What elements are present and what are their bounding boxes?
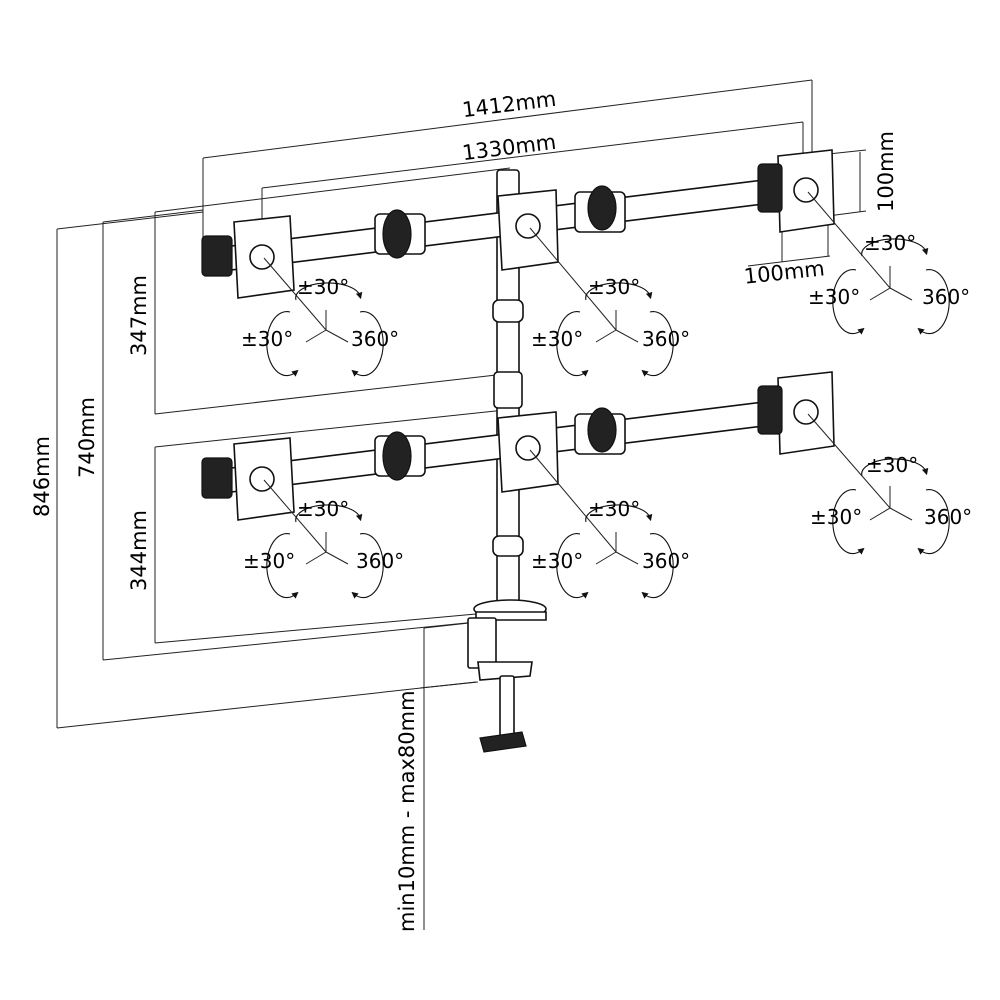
dimension-lines [56,79,867,930]
pole-assembly [467,169,547,753]
rotation-indicator-lower-center: ±30° ±30° 360° [529,449,690,599]
rotation-indicator-lower-right: ±30° ±30° 360° [807,413,972,555]
upper-height-label: 347mm [127,275,151,356]
swivel-label: ±30° [808,285,860,309]
tilt-label: ±30° [588,275,640,299]
lower-height-label: 344mm [127,510,151,591]
upper-arm [201,149,835,299]
arm-width-label: 1330mm [461,130,558,165]
rotate-label: 360° [356,549,404,573]
tilt-label: ±30° [297,497,349,521]
tilt-label: ±30° [588,497,640,521]
rotation-indicator-upper-left: ±30° ±30° 360° [241,257,399,377]
swivel-label: ±30° [243,549,295,573]
overall-width-label: 1412mm [461,87,558,122]
vesa-width-label: 100mm [743,256,826,288]
vesa-height-label: 100mm [874,131,898,212]
swivel-label: ±30° [810,505,862,529]
swivel-label: ±30° [531,327,583,351]
rotation-indicator-upper-center: ±30° ±30° 360° [529,227,690,377]
rotate-label: 360° [642,327,690,351]
tilt-label: ±30° [866,453,918,477]
swivel-label: ±30° [241,327,293,351]
rotation-indicator-lower-left: ±30° ±30° 360° [243,479,404,599]
total-height-label: 846mm [30,436,54,517]
dimension-labels: 1412mm 1330mm 100mm 100mm 347mm 344mm 74… [30,87,898,932]
rotate-label: 360° [924,505,972,529]
rotation-indicator-upper-right: ±30° ±30° 360° [807,191,970,335]
rotate-label: 360° [642,549,690,573]
tilt-label: ±30° [297,275,349,299]
rotate-label: 360° [351,327,399,351]
clamp-range-label: min10mm - max80mm [395,690,419,932]
swivel-label: ±30° [531,549,583,573]
tilt-label: ±30° [864,231,916,255]
mid-height-label: 740mm [75,397,99,478]
rotate-label: 360° [922,285,970,309]
